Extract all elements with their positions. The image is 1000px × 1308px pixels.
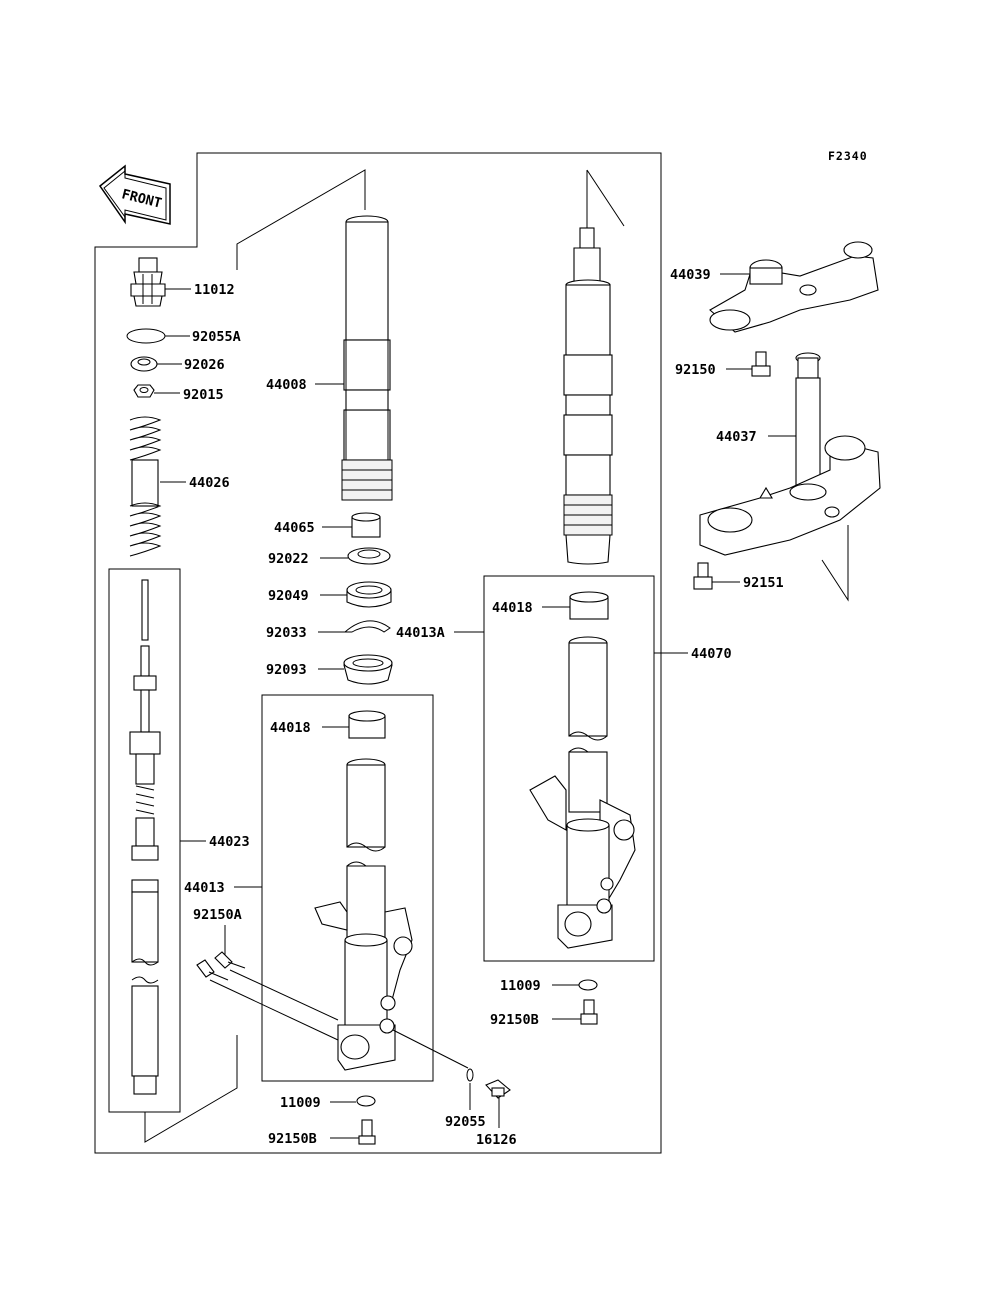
label-44008: 44008 xyxy=(266,377,307,393)
label-92150B-left: 92150B xyxy=(268,1131,317,1147)
part-92055A-oring xyxy=(126,328,166,344)
part-44026-spring xyxy=(129,416,162,557)
label-44037: 44037 xyxy=(716,429,757,445)
label-44026: 44026 xyxy=(189,475,230,491)
part-right-inner-tube xyxy=(563,227,613,565)
part-92150B-right-bolt xyxy=(580,999,598,1025)
steering-stem-leader xyxy=(821,525,849,602)
label-92015: 92015 xyxy=(183,387,224,403)
label-92150A: 92150A xyxy=(193,907,242,923)
part-11012-cap xyxy=(130,257,166,307)
part-44018-left-bushing xyxy=(348,710,386,739)
part-92055-oring xyxy=(466,1068,474,1082)
label-44013A: 44013A xyxy=(396,625,445,641)
label-92049: 92049 xyxy=(268,588,309,604)
part-92022-washer xyxy=(347,547,391,565)
label-92150: 92150 xyxy=(675,362,716,378)
label-11009-right: 11009 xyxy=(500,978,541,994)
part-44039-upper-bracket xyxy=(709,241,879,333)
part-92015-nut xyxy=(133,384,155,398)
label-92055A: 92055A xyxy=(192,329,241,345)
box-44013 xyxy=(261,694,434,1082)
part-44023-tube-pieces xyxy=(131,879,159,1095)
part-92151-bolt xyxy=(693,562,713,590)
label-44023: 44023 xyxy=(209,834,250,850)
label-44039: 44039 xyxy=(670,267,711,283)
part-92093-dust-seal xyxy=(343,654,393,685)
label-44070: 44070 xyxy=(691,646,732,662)
label-92151: 92151 xyxy=(743,575,784,591)
label-16126: 16126 xyxy=(476,1132,517,1148)
part-92033-circlip xyxy=(343,620,391,633)
label-11009-left: 11009 xyxy=(280,1095,321,1111)
part-44008-inner-tube xyxy=(341,215,393,501)
part-11009-right-washer xyxy=(578,979,598,991)
part-16126-plug xyxy=(485,1079,511,1099)
label-44018-right: 44018 xyxy=(492,600,533,616)
label-92150B-right: 92150B xyxy=(490,1012,539,1028)
part-92150B-left-bolt xyxy=(358,1119,376,1145)
part-right-outer-tube xyxy=(529,636,636,949)
label-44013: 44013 xyxy=(184,880,225,896)
part-44013-outer-tube xyxy=(314,758,413,1071)
part-92049-oil-seal xyxy=(346,581,392,608)
front-arrow-icon: FRONT xyxy=(98,164,171,225)
label-92026: 92026 xyxy=(184,357,225,373)
assembly-outline xyxy=(94,152,662,1154)
part-11009-left-washer xyxy=(356,1095,376,1107)
part-44023-damper-rod xyxy=(129,579,161,861)
part-44018-right-bushing xyxy=(569,591,609,620)
figure-code: F2340 xyxy=(828,149,868,163)
label-92022: 92022 xyxy=(268,551,309,567)
label-92055: 92055 xyxy=(445,1114,486,1130)
part-92150-bolt xyxy=(751,351,771,377)
part-92026-washer xyxy=(130,356,158,372)
part-92150A-bolts xyxy=(196,951,246,981)
box-44070 xyxy=(483,575,655,962)
part-44065-bushing xyxy=(351,512,381,538)
label-92033: 92033 xyxy=(266,625,307,641)
part-44037-stem-lower-bracket xyxy=(699,352,881,556)
label-44065: 44065 xyxy=(274,520,315,536)
label-92093: 92093 xyxy=(266,662,307,678)
label-44018-left: 44018 xyxy=(270,720,311,736)
label-11012: 11012 xyxy=(194,282,235,298)
